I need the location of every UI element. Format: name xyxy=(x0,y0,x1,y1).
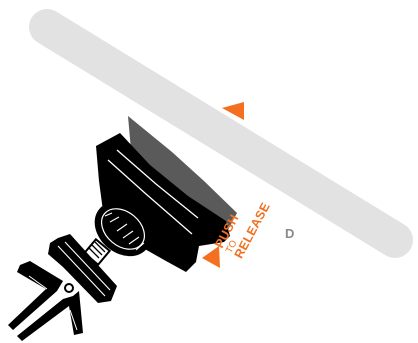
release-label: RELEASE xyxy=(232,200,273,261)
callout-label: D xyxy=(285,226,294,241)
clamp-pivot xyxy=(65,284,73,292)
orange-left-triangle-icon xyxy=(202,246,220,268)
